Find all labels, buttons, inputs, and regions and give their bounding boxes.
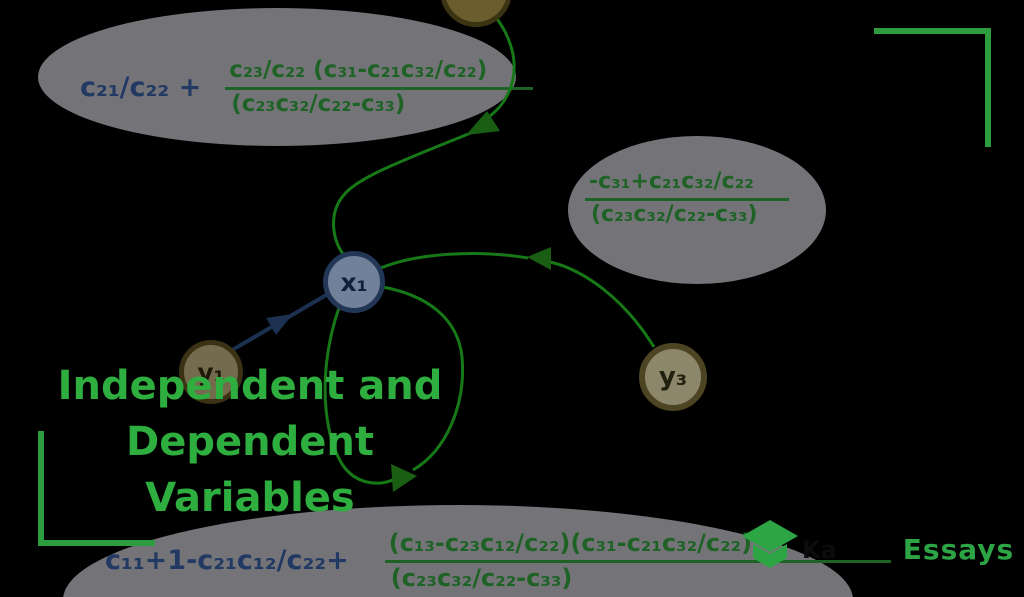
formula-ellipse-middle-right — [568, 136, 826, 284]
arrowhead-self-loop-icon — [391, 464, 417, 492]
node-y1-label: y₁ — [197, 357, 225, 387]
frame-corner-top-right-vertical — [985, 28, 991, 147]
formula-top-left-denominator: (c₂₃c₃₂/c₂₂-c₃₃) — [231, 90, 406, 117]
edge-x1-self-loop-a — [323, 299, 396, 485]
node-x1: x₁ — [323, 251, 385, 313]
edge-y3-x1-b — [375, 252, 529, 272]
formula-ellipse-top-left — [38, 8, 516, 146]
page-title: Independent and Dependent Variables — [55, 358, 445, 526]
graduation-cap-icon — [742, 520, 798, 568]
formula-top-left-numerator: c₂₃/c₂₂ (c₃₁-c₂₁c₃₂/c₂₂) — [225, 57, 534, 90]
formula-bottom-denominator: (c₂₃c₃₂/c₂₂-c₃₃) — [390, 563, 573, 592]
formula-bottom-fraction: (c₁₃-c₂₃c₁₂/c₂₂)(c₃₁-c₂₁c₃₂/c₂₂) (c₂₃c₃₂… — [384, 530, 891, 592]
arrowhead-y1-x1-icon — [266, 314, 293, 335]
arrowhead-y3-x1-icon — [527, 247, 551, 270]
formula-middle-right: -c₃₁+c₂₁c₃₂/c₂₂ (c₂₃c₃₂/c₂₂-c₃₃) — [585, 169, 789, 227]
formula-top-left-prefix: c₂₁/c₂₂ + — [80, 72, 202, 104]
frame-corner-bottom-left-horizontal — [38, 540, 155, 546]
formula-middle-right-denominator: (c₂₃c₃₂/c₂₂-c₃₃) — [591, 201, 758, 227]
node-y1: y₁ — [179, 340, 243, 404]
title-line-3: Variables — [145, 475, 355, 521]
brand-text-fragment: Ka — [802, 536, 837, 564]
arrowhead-x1-y2-icon — [466, 111, 500, 135]
formula-bottom-numerator: (c₁₃-c₂₃c₁₂/c₂₂)(c₃₁-c₂₁c₃₂/c₂₂) — [384, 530, 891, 563]
formula-top-left: c₂₁/c₂₂ + c₂₃/c₂₂ (c₃₁-c₂₁c₃₂/c₂₂) (c₂₃c… — [80, 57, 534, 118]
brand-logo: Ka Essays — [740, 518, 1014, 576]
brand-text: Essays — [902, 532, 1015, 566]
node-x1-label: x₁ — [340, 267, 368, 297]
formula-middle-right-numerator: -c₃₁+c₂₁c₃₂/c₂₂ — [585, 169, 789, 201]
edge-x1-self-loop-b — [376, 284, 465, 472]
title-line-1: Independent and — [57, 363, 443, 409]
frame-corner-top-right-horizontal — [874, 28, 991, 34]
node-y3: y₃ — [639, 343, 707, 411]
node-y3-label: y₃ — [658, 362, 688, 392]
edge-y3-x1-a — [549, 260, 656, 348]
formula-middle-right-fraction: -c₃₁+c₂₁c₃₂/c₂₂ (c₂₃c₃₂/c₂₂-c₃₃) — [585, 169, 789, 227]
formula-bottom: c₁₁+1-c₂₁c₁₂/c₂₂+ (c₁₃-c₂₃c₁₂/c₂₂)(c₃₁-c… — [105, 530, 891, 592]
title-line-2: Dependent — [126, 419, 374, 465]
edge-x1-y2 — [332, 128, 479, 259]
formula-top-left-fraction: c₂₃/c₂₂ (c₃₁-c₂₁c₃₂/c₂₂) (c₂₃c₃₂/c₂₂-c₃₃… — [225, 57, 534, 118]
frame-corner-bottom-left-vertical — [38, 431, 44, 546]
formula-bottom-prefix: c₁₁+1-c₂₁c₁₂/c₂₂+ — [105, 545, 349, 577]
